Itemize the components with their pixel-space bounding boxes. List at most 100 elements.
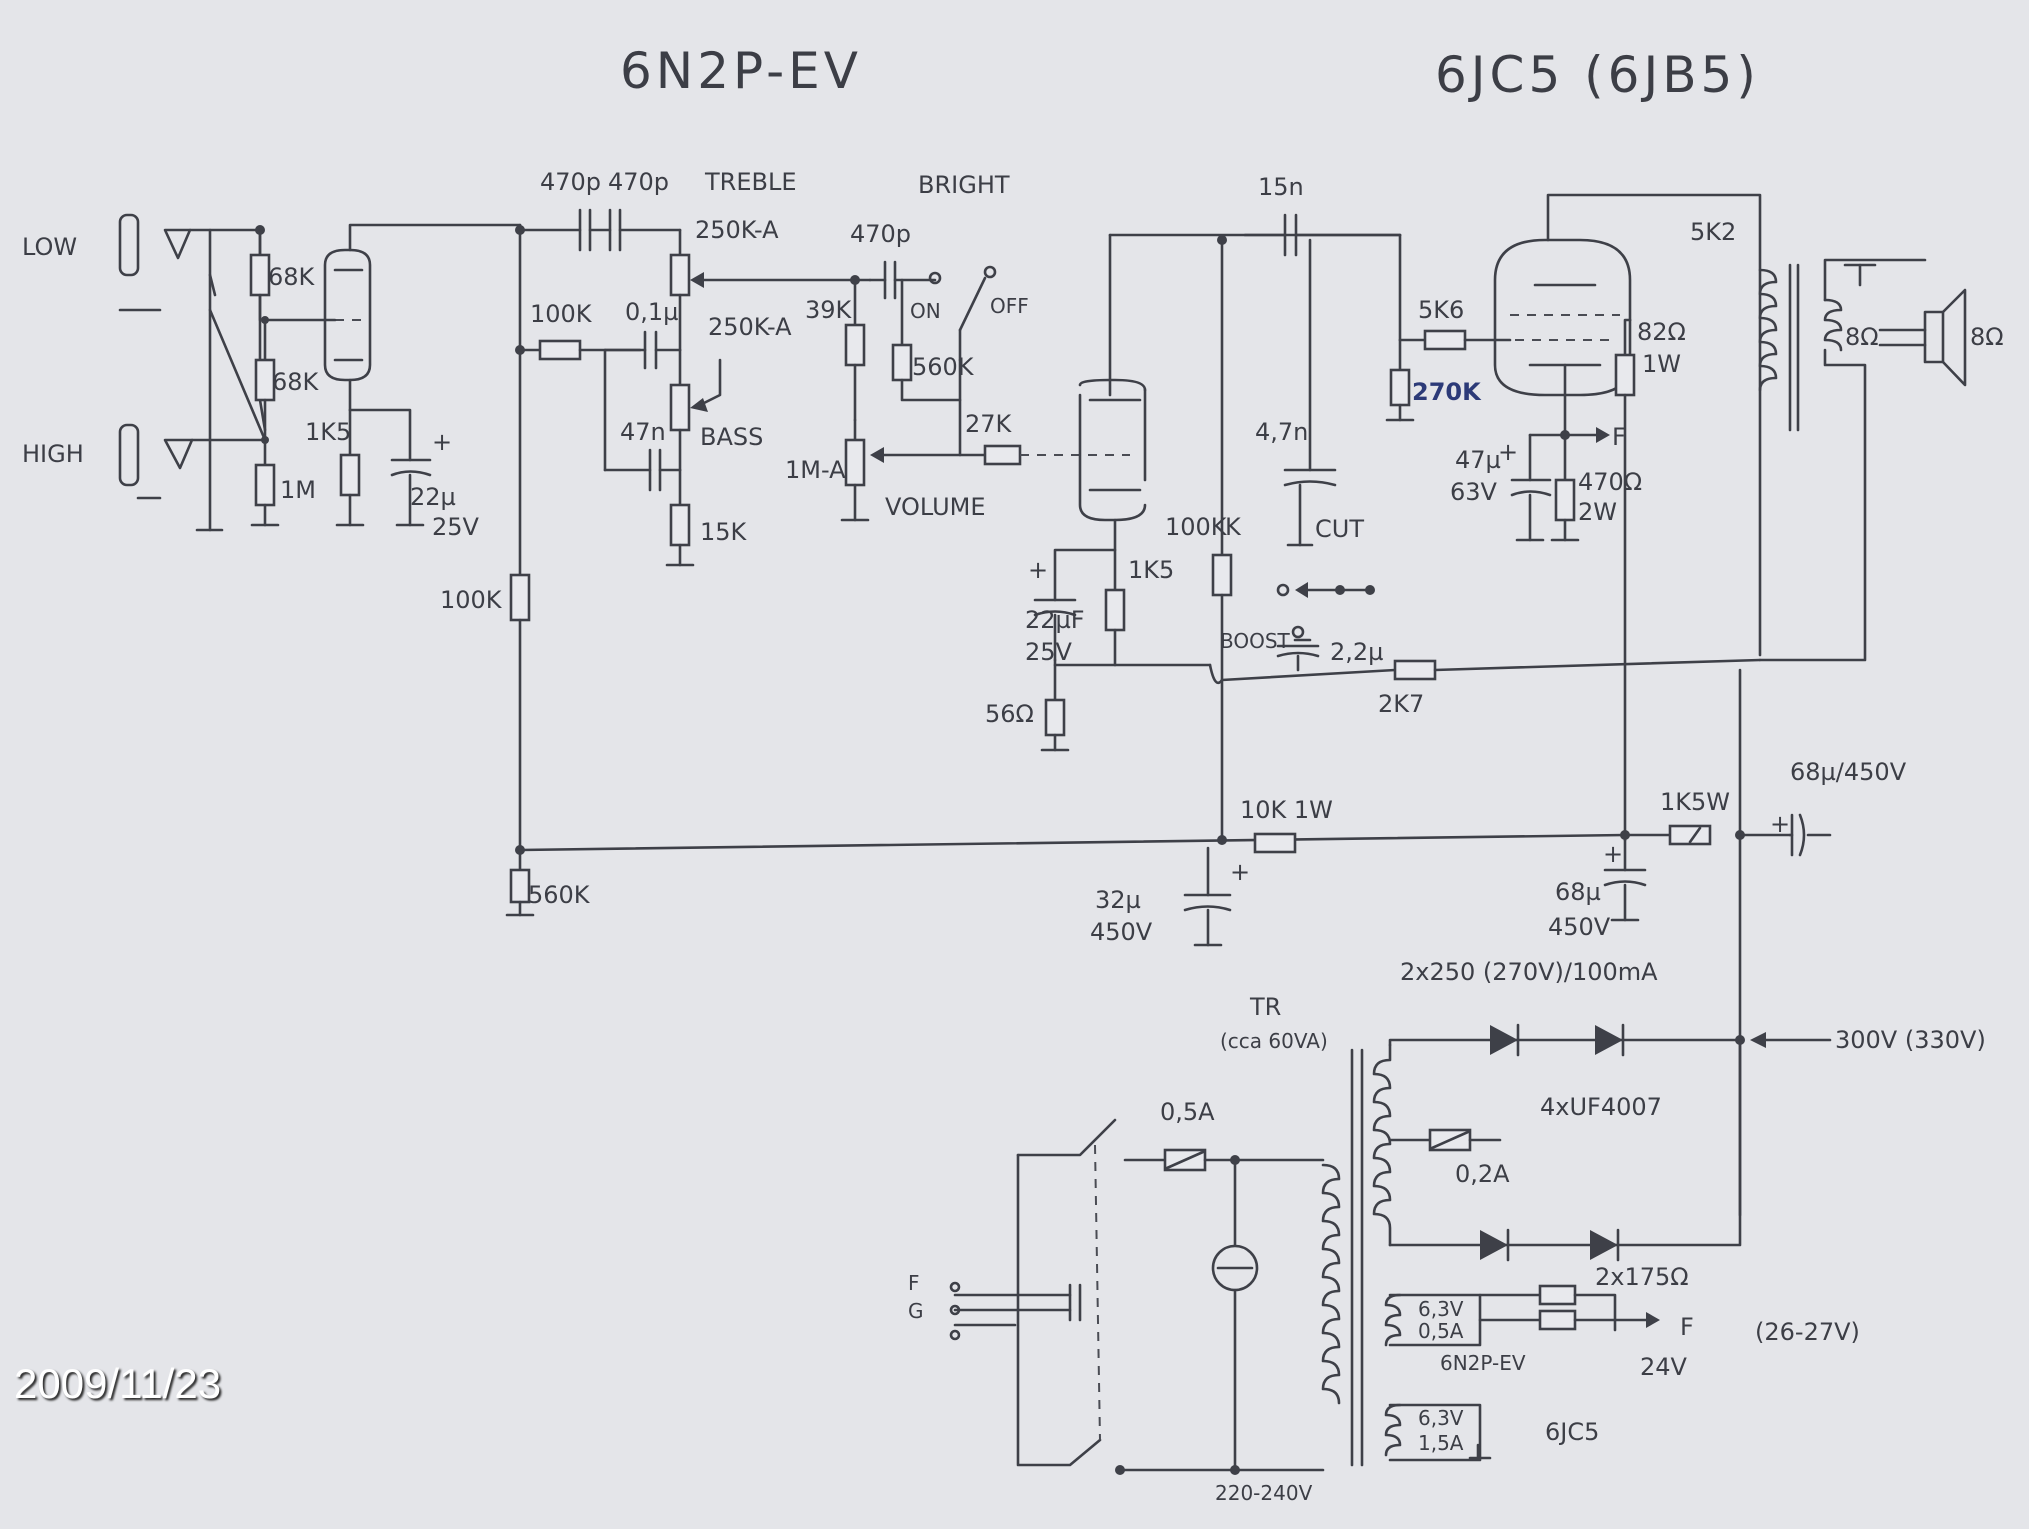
feedback-line [1208,658,1762,685]
capacitor-15n [1243,213,1402,257]
label-270k: 270K [1412,378,1482,406]
arrow-b-plus-icon [1750,1032,1832,1048]
label-1k5-2: 1K5 [1128,556,1174,584]
cathode-network-pentode: + [1498,427,1610,542]
label-22u-1: 22µ [410,483,456,511]
label-heater-6jc5-v: 6,3V [1418,1406,1464,1430]
label-300v: 300V (330V) [1835,1026,1986,1054]
label-15k: 15K [700,518,748,546]
label-47n: 47n [620,418,666,446]
fuse-0-2a [1388,1128,1502,1152]
label-filament-f: F [1612,423,1626,451]
label-47u: 47µ [1455,446,1501,474]
switch-cut [1276,582,1375,598]
resistor-39k [844,275,866,422]
label-tr-va: (cca 60VA) [1220,1029,1328,1053]
label-heater-range: (26-27V) [1755,1318,1860,1346]
resistor-56r [1040,658,1212,752]
label-560k-bright: 560K [912,353,975,381]
label-68u-b: 68µ [1555,878,1601,906]
svg-text:+: + [432,428,452,456]
resistor-68k-top [249,233,271,322]
label-470r: 470Ω [1578,468,1642,496]
resistor-1k5w [1668,824,1712,846]
label-bright-off: OFF [990,294,1029,318]
label-68k-mid: 68K [272,368,320,396]
capacitor-32u: + [1183,846,1250,947]
label-volume-pot: 1M-A [785,456,846,484]
label-8r-speaker: 8Ω [1970,323,2004,351]
svg-text:+: + [1770,810,1790,838]
label-0-2a: 0,2A [1455,1160,1510,1188]
resistor-27k [983,444,1130,466]
label-cut: CUT [1315,515,1364,543]
label-switch-g: G [908,1299,924,1323]
title-power-tube: 6JC5 (6JB5) [1435,46,1760,104]
label-heater-6n2p-name: 6N2P-EV [1440,1351,1526,1375]
svg-text:K: K [1225,513,1242,541]
output-transformer [1758,258,1927,662]
capacitor-22u-cathode-2: + [1028,548,1117,662]
date-stamp: 2009/11/23 [14,1360,222,1407]
svg-text:+: + [1603,840,1623,868]
label-82r: 82Ω [1637,318,1686,346]
label-68u-b-450v: 450V [1548,913,1611,941]
label-heater-24v: 24V [1640,1353,1688,1381]
resistor-15k [665,468,695,567]
label-secondary-spec: 2x250 (270V)/100mA [1400,958,1658,986]
label-bright-cap: 470p [850,220,911,248]
heater-winding-6n2p [1384,1284,1660,1347]
pentode-6jc5 [1493,193,1762,657]
label-volume: VOLUME [885,493,986,521]
heater-winding-6jc5 [1384,1403,1492,1462]
label-tr: TR [1249,993,1281,1021]
label-100k-plate: 100K [440,586,503,614]
label-2w: 2W [1578,498,1617,526]
resistor-1k5-cathode-1 [335,408,365,527]
resistor-100k-plate-2 [1211,235,1233,842]
label-4n7: 4,7n [1255,418,1308,446]
label-470p-2: 470p [608,168,669,196]
capacitor-470p-treble-pair [518,208,682,252]
resistor-1m [250,438,280,527]
resistor-560k-divider [505,845,535,917]
input-jack-high [118,423,194,500]
plate-rail-1 [515,223,642,577]
label-heater-6n2p-v: 6,3V [1418,1297,1464,1321]
resistor-5k6 [1398,233,1512,351]
label-56r: 56Ω [985,700,1034,728]
switch-bright [900,265,997,362]
capacitor-22u-cathode-1: + [348,408,452,527]
svg-text:+: + [1028,556,1048,584]
svg-text:+: + [1230,858,1250,886]
label-10k-1w: 10K 1W [1240,796,1333,824]
resistor-270k [1385,338,1415,422]
label-32u-450v: 450V [1090,918,1153,946]
label-1k5-1: 1K5 [305,418,351,446]
mains-wiring [949,1118,1325,1475]
pot-treble-250k [669,228,872,352]
label-1w: 1W [1642,350,1681,378]
label-treble-pot: 250K-A [695,216,779,244]
label-63v: 63V [1450,478,1498,506]
label-boost: BOOST [1220,629,1291,653]
label-5k6: 5K6 [1418,296,1464,324]
label-2u2: 2,2µ [1330,638,1383,666]
rectifier-bridge [1388,1023,1742,1262]
label-32u: 32µ [1095,886,1141,914]
label-heater-6jc5-a: 1,5A [1418,1431,1464,1455]
label-treble: TREBLE [704,168,797,196]
label-1k5w: 1K5W [1660,788,1730,816]
label-15n: 15n [1258,173,1304,201]
label-560k: 560K [528,881,591,909]
label-mains-voltage: 220-240V [1215,1481,1313,1505]
label-heater-6n2p-a: 0,5A [1418,1319,1464,1343]
label-100k-plate-decouple: 100K [530,300,593,328]
capacitor-68u-b: + [1603,833,1647,922]
label-bright: BRIGHT [918,171,1010,199]
label-fuse-0-5a: 0,5A [1160,1098,1215,1126]
label-2x175r: 2x175Ω [1595,1263,1689,1291]
label-68k-top: 68K [268,263,316,291]
capacitor-2u2-boost [1276,625,1320,672]
